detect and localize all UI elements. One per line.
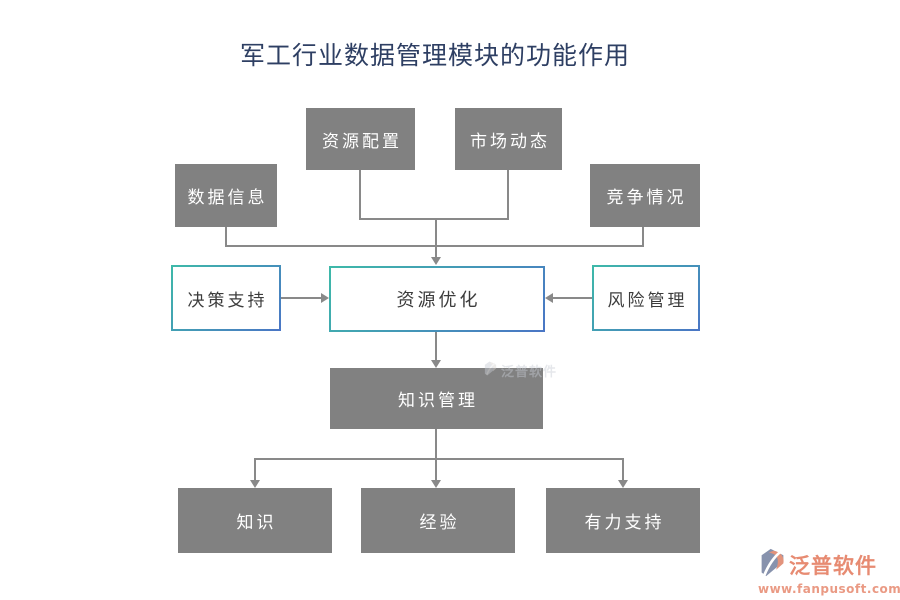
vendor-brand-name: 泛普软件: [789, 553, 877, 578]
diagram-title: 军工行业数据管理模块的功能作用: [239, 41, 631, 70]
connector-optimization-to-knowledge: [435, 332, 437, 361]
connector-resource-allocation-drop: [359, 170, 361, 219]
node-experience: 经验: [361, 488, 515, 553]
node-label: 风险管理: [607, 290, 688, 311]
connector-strong-support-drop: [622, 458, 624, 481]
vendor-logo: 泛普软件 www.fanpusoft.com: [758, 548, 900, 596]
connector-data-information-drop: [225, 227, 227, 247]
node-label: 决策支持: [187, 290, 268, 311]
node-label: 有力支持: [584, 513, 665, 533]
node-market-dynamics: 市场动态: [455, 108, 562, 170]
node-resource-optimization: 资源优化: [329, 266, 545, 332]
connector-top-bracket: [359, 218, 509, 220]
arrowhead-into-experience: [431, 480, 441, 488]
node-label: 知识管理: [398, 391, 478, 411]
connector-bottom-bracket: [254, 458, 624, 460]
node-resource-allocation: 资源配置: [306, 108, 415, 170]
node-knowledge: 知识: [178, 488, 332, 553]
arrowhead-risk-management: [545, 293, 553, 303]
connector-knowledge-drop: [254, 458, 256, 481]
arrowhead-into-knowledge-management: [431, 360, 441, 368]
node-knowledge-management: 知识管理: [330, 368, 543, 429]
connector-competition-status-drop: [642, 227, 644, 247]
arrowhead-into-knowledge: [250, 480, 260, 488]
vendor-logo-icon: [758, 548, 787, 581]
arrowhead-decision-support: [321, 293, 329, 303]
node-competition-status: 竞争情况: [590, 164, 700, 227]
connector-center-vertical: [435, 218, 437, 257]
connector-experience-drop: [435, 458, 437, 481]
arrowhead-into-resource-optimization: [431, 257, 441, 265]
node-decision-support: 决策支持: [171, 265, 281, 331]
node-label: 数据信息: [187, 188, 268, 208]
connector-market-dynamics-drop: [507, 170, 509, 219]
connector-risk-management-arrow: [553, 297, 592, 299]
node-label: 竞争情况: [606, 188, 687, 208]
node-label: 市场动态: [470, 131, 550, 152]
node-label: 资源配置: [322, 131, 402, 152]
node-label: 经验: [419, 513, 460, 533]
node-data-information: 数据信息: [175, 164, 277, 227]
node-risk-management: 风险管理: [592, 265, 700, 331]
connector-wide-bracket: [225, 245, 644, 247]
node-label: 资源优化: [396, 290, 481, 311]
vendor-url: www.fanpusoft.com: [758, 582, 900, 596]
connector-decision-support-arrow: [281, 297, 322, 299]
connector-knowledge-management-drop: [435, 429, 437, 459]
node-strong-support: 有力支持: [546, 488, 700, 553]
node-label: 知识: [236, 513, 277, 533]
arrowhead-into-strong-support: [618, 480, 628, 488]
